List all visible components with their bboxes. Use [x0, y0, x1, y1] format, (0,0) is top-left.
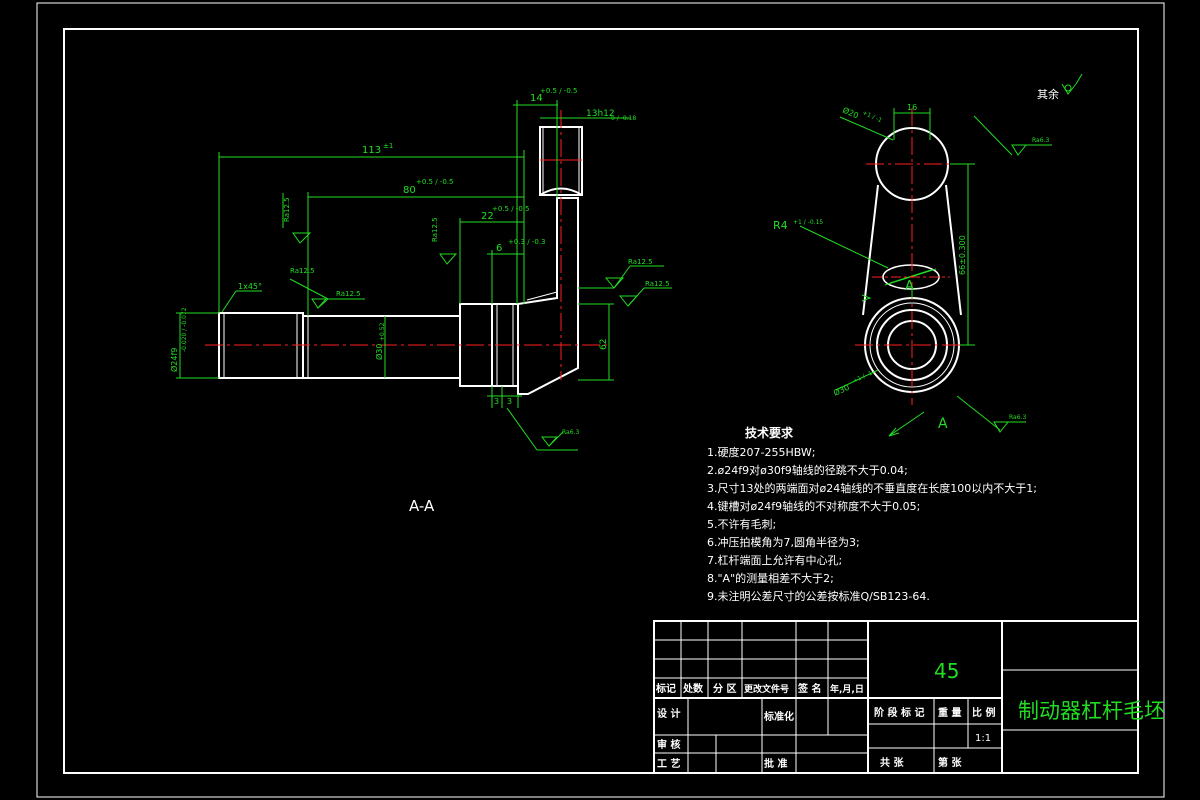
dim-dia-top-label: Ø20 [841, 105, 860, 121]
tech-req-item: 6.冲压拍模角为7,圆角半径为3; [707, 535, 860, 549]
tech-req-item: 8."A"的测量相差不大于2; [707, 571, 834, 585]
roughness-symbols-side: Ra12.5 Ra12.5 Ra12.5 Ra12.5 Ra12.5 R [282, 193, 672, 447]
weight-label: 重 量 [938, 706, 961, 719]
dim-r4-label: R4 [773, 219, 788, 232]
section-mark-a-lower: A [938, 416, 948, 432]
svg-text:Ra12.5: Ra12.5 [628, 258, 653, 266]
tech-req-item: 7.杠杆端面上允许有中心孔; [707, 553, 842, 567]
dim-113-label: 113 [362, 145, 381, 156]
chamfer-label: 1x45° [238, 282, 262, 291]
svg-text:Ra6.3: Ra6.3 [562, 429, 579, 436]
rev-header: 签 名 [797, 682, 821, 695]
view-label: A-A [409, 497, 435, 515]
dim-3a-label: 3 [494, 397, 499, 406]
tech-req-item: 3.尺寸13处的两端面对ø24轴线的不垂直度在长度100以内不大于1; [707, 481, 1037, 495]
roughness-symbol: Ra6.3 [540, 429, 579, 447]
svg-text:+0.3 / -0.3: +0.3 / -0.3 [508, 238, 545, 246]
roughness-symbol: Ra12.5 [618, 280, 672, 307]
dim-16-label: 16 [907, 103, 917, 112]
svg-text:Ra12.5: Ra12.5 [290, 267, 315, 275]
surface-rest-label: 其余 [1037, 87, 1059, 101]
lever-arm-profile [517, 197, 579, 395]
scale-value: 1:1 [975, 733, 991, 744]
front-view [855, 108, 970, 405]
svg-text:Ra12.5: Ra12.5 [431, 217, 439, 242]
svg-text:Ra12.5: Ra12.5 [336, 290, 361, 298]
svg-text:±1: ±1 [383, 142, 393, 150]
tech-req-item: 1.硬度207-255HBW; [707, 445, 815, 459]
outer-border [36, 2, 1165, 798]
svg-text:+1 / -1: +1 / -1 [861, 109, 883, 124]
technical-requirements: 技术要求 1.硬度207-255HBW; 2.ø24f9对ø30f9轴线的径跳不… [707, 425, 1037, 603]
dim-center-distance-label: 66±0.300 [958, 235, 967, 275]
dim-13h12-label: 13h12 [586, 109, 615, 119]
dim-22-label: 22 [481, 211, 494, 222]
svg-text:+0.5 / -0.5: +0.5 / -0.5 [492, 205, 529, 213]
sheet-number-label: 第 张 [938, 756, 962, 769]
svg-text:+1 / -1: +1 / -1 [852, 370, 874, 385]
rev-header: 标记 [655, 682, 676, 695]
svg-text:0 / -0.18: 0 / -0.18 [611, 115, 636, 122]
dim-3b-label: 3 [507, 397, 512, 406]
rev-header: 年,月,日 [830, 683, 864, 695]
rev-header: 更改文件号 [744, 683, 789, 695]
dim-dia30-label: Ø30 [374, 344, 384, 360]
rev-header: 处数 [682, 682, 704, 695]
side-view [205, 110, 610, 395]
dim-14-label: 14 [530, 93, 543, 104]
design-label: 设 计 [657, 707, 680, 720]
dim-80-label: 80 [403, 185, 416, 196]
tech-req-item: 9.未注明公差尺寸的公差按标准Q/SB123-64. [707, 589, 930, 603]
svg-text:+0.5 / -0.5: +0.5 / -0.5 [416, 178, 453, 186]
stage-mark-label: 阶 段 标 记 [874, 706, 924, 719]
approve-label: 批 准 [764, 757, 787, 770]
svg-text:+0.5 / -0.5: +0.5 / -0.5 [540, 87, 577, 95]
tech-req-item: 4.键槽对ø24f9轴线的不对称度不大于0.05; [707, 499, 920, 513]
svg-text:Ra12.5: Ra12.5 [283, 197, 291, 222]
roughness-symbol: Ra12.5 [578, 258, 664, 289]
svg-text:-0.020 / -0.072: -0.020 / -0.072 [181, 307, 188, 352]
dim-62-label: 62 [599, 339, 609, 350]
standardize-label: 标准化 [763, 710, 794, 723]
roughness-symbol: Ra12.5 [289, 267, 329, 309]
svg-text:+0.52: +0.52 [379, 322, 386, 341]
material-value: 45 [934, 659, 959, 683]
dim-dia24-label: Ø24f9 [169, 348, 179, 372]
section-mark-a-upper: A [905, 279, 914, 294]
side-dimensions: 113 ±1 80 +0.5 / -0.5 22 +0.5 / -0.5 6 +… [169, 87, 636, 451]
svg-text:+1 / -0.15: +1 / -0.15 [793, 219, 823, 226]
review-label: 审 核 [657, 738, 680, 751]
part-name: 制动器杠杆毛坯 [1018, 699, 1165, 723]
roughness-symbol: Ra6.3 [1009, 414, 1026, 421]
roughness-symbol: Ra12.5 [431, 217, 458, 265]
tech-req-item: 5.不许有毛刺; [707, 517, 776, 531]
roughness-symbol: Ra12.5 [328, 290, 365, 300]
shaft-left-segment [218, 312, 304, 379]
svg-text:Ra12.5: Ra12.5 [645, 280, 670, 288]
inner-border [63, 28, 1139, 774]
rev-header: 分 区 [713, 682, 736, 695]
ratio-label: 比 例 [972, 706, 995, 719]
tech-req-title: 技术要求 [745, 425, 794, 440]
total-sheets-label: 共 张 [880, 756, 904, 769]
title-block: 标记 处数 分 区 更改文件号 签 名 年,月,日 设 计 标准化 审 核 工 … [653, 620, 1165, 774]
roughness-symbol: Ra12.5 [282, 193, 312, 244]
tech-req-item: 2.ø24f9对ø30f9轴线的径跳不大于0.04; [707, 463, 908, 477]
process-label: 工 艺 [657, 757, 680, 770]
roughness-symbol: Ra6.3 [1032, 137, 1049, 144]
front-dimensions: 16 66±0.300 Ø20 +1 / -1 Ø30 +1 / -1 R4 +… [773, 73, 1083, 437]
dim-6-label: 6 [496, 243, 502, 254]
